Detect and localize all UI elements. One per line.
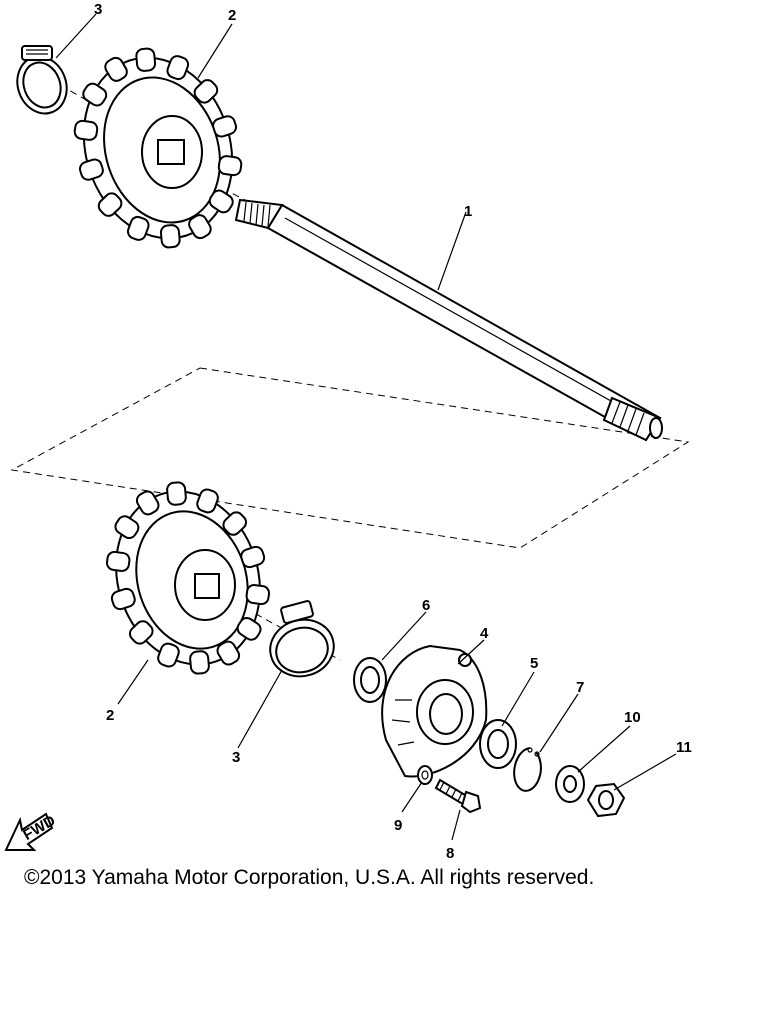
sprocket-tooth: [188, 214, 212, 240]
sprocket-tooth: [73, 119, 99, 141]
callout-1: 1: [464, 203, 472, 220]
sprocket-tooth: [105, 550, 131, 572]
callout-2-upper: 2: [228, 7, 236, 24]
bearing-housing: [381, 644, 488, 778]
callout-11: 11: [676, 739, 692, 756]
callout-7: 7: [576, 679, 584, 696]
sprocket-tooth: [82, 82, 108, 107]
callout-labels: 3 2 1 2 3 6 4 5 7 10 11 9 8: [94, 1, 692, 862]
sprocket-tooth: [159, 224, 181, 249]
sprocket-tooth: [166, 55, 190, 81]
washer-small: [417, 765, 433, 785]
callout-8: 8: [446, 845, 454, 862]
callout-9: 9: [394, 817, 402, 834]
sprocket-tooth: [128, 620, 154, 645]
oil-seal: [353, 657, 387, 703]
hose-clamp-lower: [269, 600, 335, 678]
sprocket-tooth: [79, 158, 104, 181]
sprocket-tooth: [126, 215, 150, 241]
sprocket-tooth: [212, 115, 237, 138]
circlip: [513, 747, 542, 792]
sprocket-tooth: [166, 481, 187, 506]
callout-2-lower: 2: [106, 707, 114, 724]
sprocket-tooth: [135, 490, 160, 516]
callout-3-upper: 3: [94, 1, 102, 18]
sprocket-tooth: [189, 650, 210, 675]
drive-sprocket-upper: [73, 47, 243, 249]
callout-5: 5: [530, 655, 538, 672]
callout-4: 4: [480, 625, 489, 642]
sprocket-tooth: [196, 488, 219, 514]
sprocket-tooth: [193, 79, 219, 104]
callout-6: 6: [422, 597, 430, 614]
hose-clamp-upper: [16, 45, 68, 115]
callout-10: 10: [624, 709, 641, 726]
copyright-notice: ©2013 Yamaha Motor Corporation, U.S.A. A…: [24, 866, 595, 889]
washer: [555, 765, 585, 803]
drive-shaft: [234, 198, 663, 442]
sprocket-tooth: [236, 616, 262, 641]
sprocket-tooth: [157, 642, 180, 668]
sprocket-tooth: [208, 189, 234, 214]
sprocket-tooth: [222, 511, 248, 536]
sprocket-tooth: [217, 155, 243, 177]
sprocket-tooth: [97, 192, 123, 217]
callout-3-lower: 3: [232, 749, 240, 766]
fwd-arrow-icon: FWD: [4, 812, 59, 851]
drive-sprocket-lower: [105, 481, 271, 675]
bolt: [434, 778, 482, 814]
sprocket-tooth: [135, 47, 157, 72]
sprocket-tooth: [114, 515, 140, 540]
bearing: [479, 719, 517, 769]
sprocket-tooth: [216, 640, 241, 666]
nut: [586, 782, 626, 818]
sprocket-tooth: [110, 587, 136, 611]
sprocket-tooth: [240, 545, 266, 569]
leader-lines: [55, 13, 677, 841]
fwd-label: FWD: [20, 812, 58, 844]
sprocket-tooth: [245, 584, 271, 606]
sprocket-tooth: [104, 56, 128, 82]
